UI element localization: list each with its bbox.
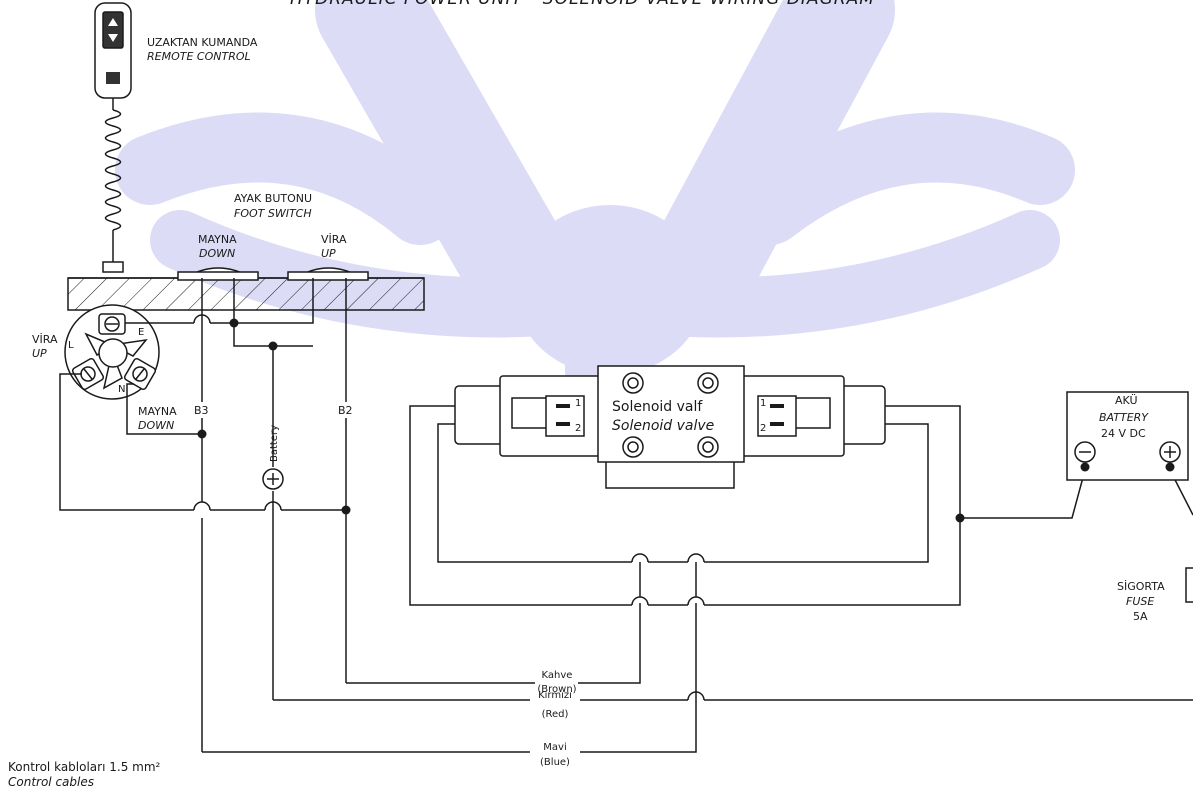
foot-switch-label-tr: AYAK BUTONU bbox=[234, 192, 312, 205]
solenoid-valve bbox=[454, 365, 886, 489]
down-pedal-button bbox=[177, 267, 259, 281]
solenoid-bolts bbox=[622, 372, 719, 458]
fuse-label-en: FUSE bbox=[1126, 595, 1154, 608]
switch-up-label-tr: VİRA bbox=[32, 333, 58, 346]
floor-plate bbox=[67, 277, 425, 311]
switch-down-label-tr: MAYNA bbox=[138, 405, 177, 418]
battery-plus-terminal-icon bbox=[262, 468, 284, 490]
b2-label: B2 bbox=[338, 404, 353, 417]
foot-switch-label-en: FOOT SWITCH bbox=[234, 207, 312, 220]
up-pedal-button bbox=[287, 267, 369, 281]
pin1-left: 1 bbox=[575, 398, 581, 409]
down-label-tr: MAYNA bbox=[198, 233, 237, 246]
pin2-right: 2 bbox=[760, 423, 766, 434]
fuse-rating: 5A bbox=[1133, 610, 1148, 623]
cable-red-en: (Red) bbox=[542, 709, 569, 720]
battery-label-en: BATTERY bbox=[1099, 411, 1149, 424]
wiring bbox=[59, 278, 1193, 753]
terminal-n-label: N bbox=[118, 384, 125, 395]
solenoid-label-tr: Solenoid valf bbox=[612, 399, 703, 415]
note-tr: Kontrol kabloları 1.5 mm² bbox=[8, 760, 161, 774]
switch-down-label-en: DOWN bbox=[138, 419, 174, 432]
junction-dots bbox=[197, 318, 965, 523]
switch-up-label-en: UP bbox=[32, 347, 47, 360]
remote-label-en: REMOTE CONTROL bbox=[147, 50, 251, 63]
cable-brown-tr: Kahve bbox=[542, 670, 573, 681]
b3-label: B3 bbox=[194, 404, 209, 417]
pin1-right: 1 bbox=[760, 398, 766, 409]
battery-wire-label: Battery bbox=[269, 425, 280, 462]
terminal-l-label: L bbox=[68, 340, 74, 351]
down-label-en: DOWN bbox=[199, 247, 235, 260]
up-label-tr: VİRA bbox=[321, 233, 347, 246]
battery-voltage: 24 V DC bbox=[1101, 427, 1146, 440]
cable-brown-en: (Brown) bbox=[537, 684, 576, 695]
terminal-e-label: E bbox=[138, 327, 144, 338]
remote-control bbox=[94, 2, 132, 273]
solenoid-pins bbox=[556, 404, 784, 426]
fuse-icon bbox=[1185, 567, 1193, 603]
battery-label-tr: AKÜ bbox=[1115, 394, 1138, 407]
cable-blue-en: (Blue) bbox=[540, 757, 570, 768]
battery-terminal-dots bbox=[1080, 462, 1175, 472]
note-en: Control cables bbox=[8, 775, 94, 789]
cable-red-tr: Kırmızı bbox=[538, 690, 572, 701]
solenoid-label-en: Solenoid valve bbox=[612, 418, 714, 434]
up-label-en: UP bbox=[321, 247, 336, 260]
rotary-switch bbox=[64, 304, 160, 400]
cable-blue-tr: Mavi bbox=[543, 742, 566, 753]
diagram-title: HYDRAULIC POWER UNIT - SOLENOID VALVE WI… bbox=[290, 0, 875, 9]
remote-label-tr: UZAKTAN KUMANDA bbox=[147, 36, 258, 49]
fuse-label-tr: SİGORTA bbox=[1117, 580, 1165, 593]
pin2-left: 2 bbox=[575, 423, 581, 434]
